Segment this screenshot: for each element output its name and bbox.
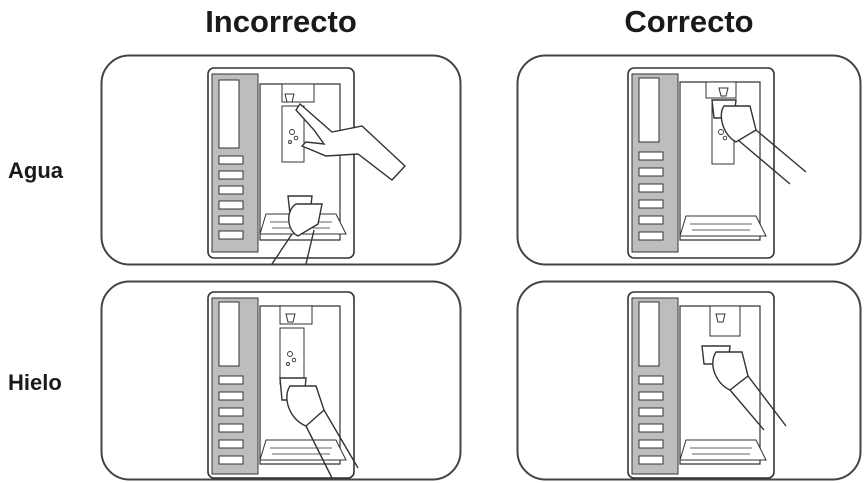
ice-incorrect-illustration [100, 280, 462, 481]
incorrect-column-header: Incorrecto [100, 4, 462, 40]
dispenser-unit [208, 68, 354, 258]
dispenser-unit [628, 292, 774, 478]
ice-row-label: Hielo [8, 370, 62, 396]
correct-column-header: Correcto [516, 4, 862, 40]
water-row-label: Agua [8, 158, 63, 184]
dispenser-unit [628, 68, 774, 258]
water-correct-illustration [516, 54, 862, 266]
water-incorrect-illustration [100, 54, 462, 266]
ice-correct-illustration [516, 280, 862, 481]
